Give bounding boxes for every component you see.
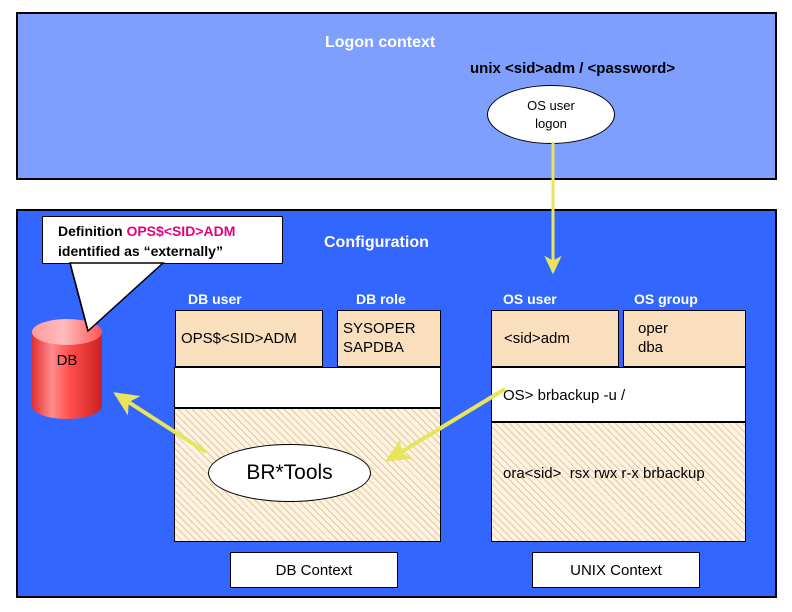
os-group-value: oper dba [638,320,669,356]
os-user-column-header: OS user [503,291,557,307]
os-user-value: <sid>adm [504,330,570,347]
brtools-label: BR*Tools [246,461,333,484]
configuration-title: Configuration [324,234,429,251]
db-user-column-header: DB user [188,291,242,307]
database-label: DB [56,352,78,369]
os-user-logon-line2: logon [535,115,567,131]
db-context-footer: DB Context [230,552,398,588]
os-permissions-region [491,422,746,542]
db-blank-band [174,367,441,408]
logon-context-title: Logon context [325,34,436,51]
callout-highlight: OPS$<SID>ADM [126,223,236,239]
os-command-band [491,367,746,422]
db-role-column-header: DB role [356,291,406,307]
os-permissions-text: ora<sid> rsx rwx r-x brbackup [503,465,705,482]
db-role-box [337,310,441,367]
os-user-logon-line1: OS user [527,97,575,113]
db-context-label: DB Context [275,561,353,579]
os-user-box [491,310,619,367]
callout-prefix: Definition [58,223,127,239]
unix-context-footer: UNIX Context [532,552,700,588]
os-group-box [623,310,746,367]
brtools-node: BR*Tools [208,444,371,502]
logon-context-panel [16,12,777,180]
os-command-text: OS> brbackup -u / [503,387,626,404]
db-user-value: OPS$<SID>ADM [181,330,297,347]
unix-context-label: UNIX Context [570,561,662,579]
os-group-column-header: OS group [634,291,698,307]
unix-credentials-label: unix <sid>adm / <password> [470,60,676,77]
db-user-box [175,310,323,367]
database-cylinder-icon [32,319,102,419]
callout-line2: identified as “externally” [58,242,223,259]
db-role-value: SYSOPER SAPDBA [343,320,416,356]
os-user-logon-node: OS user logon [487,85,615,144]
definition-callout-text: Definition OPS$<SID>ADM identified as “e… [58,222,235,262]
